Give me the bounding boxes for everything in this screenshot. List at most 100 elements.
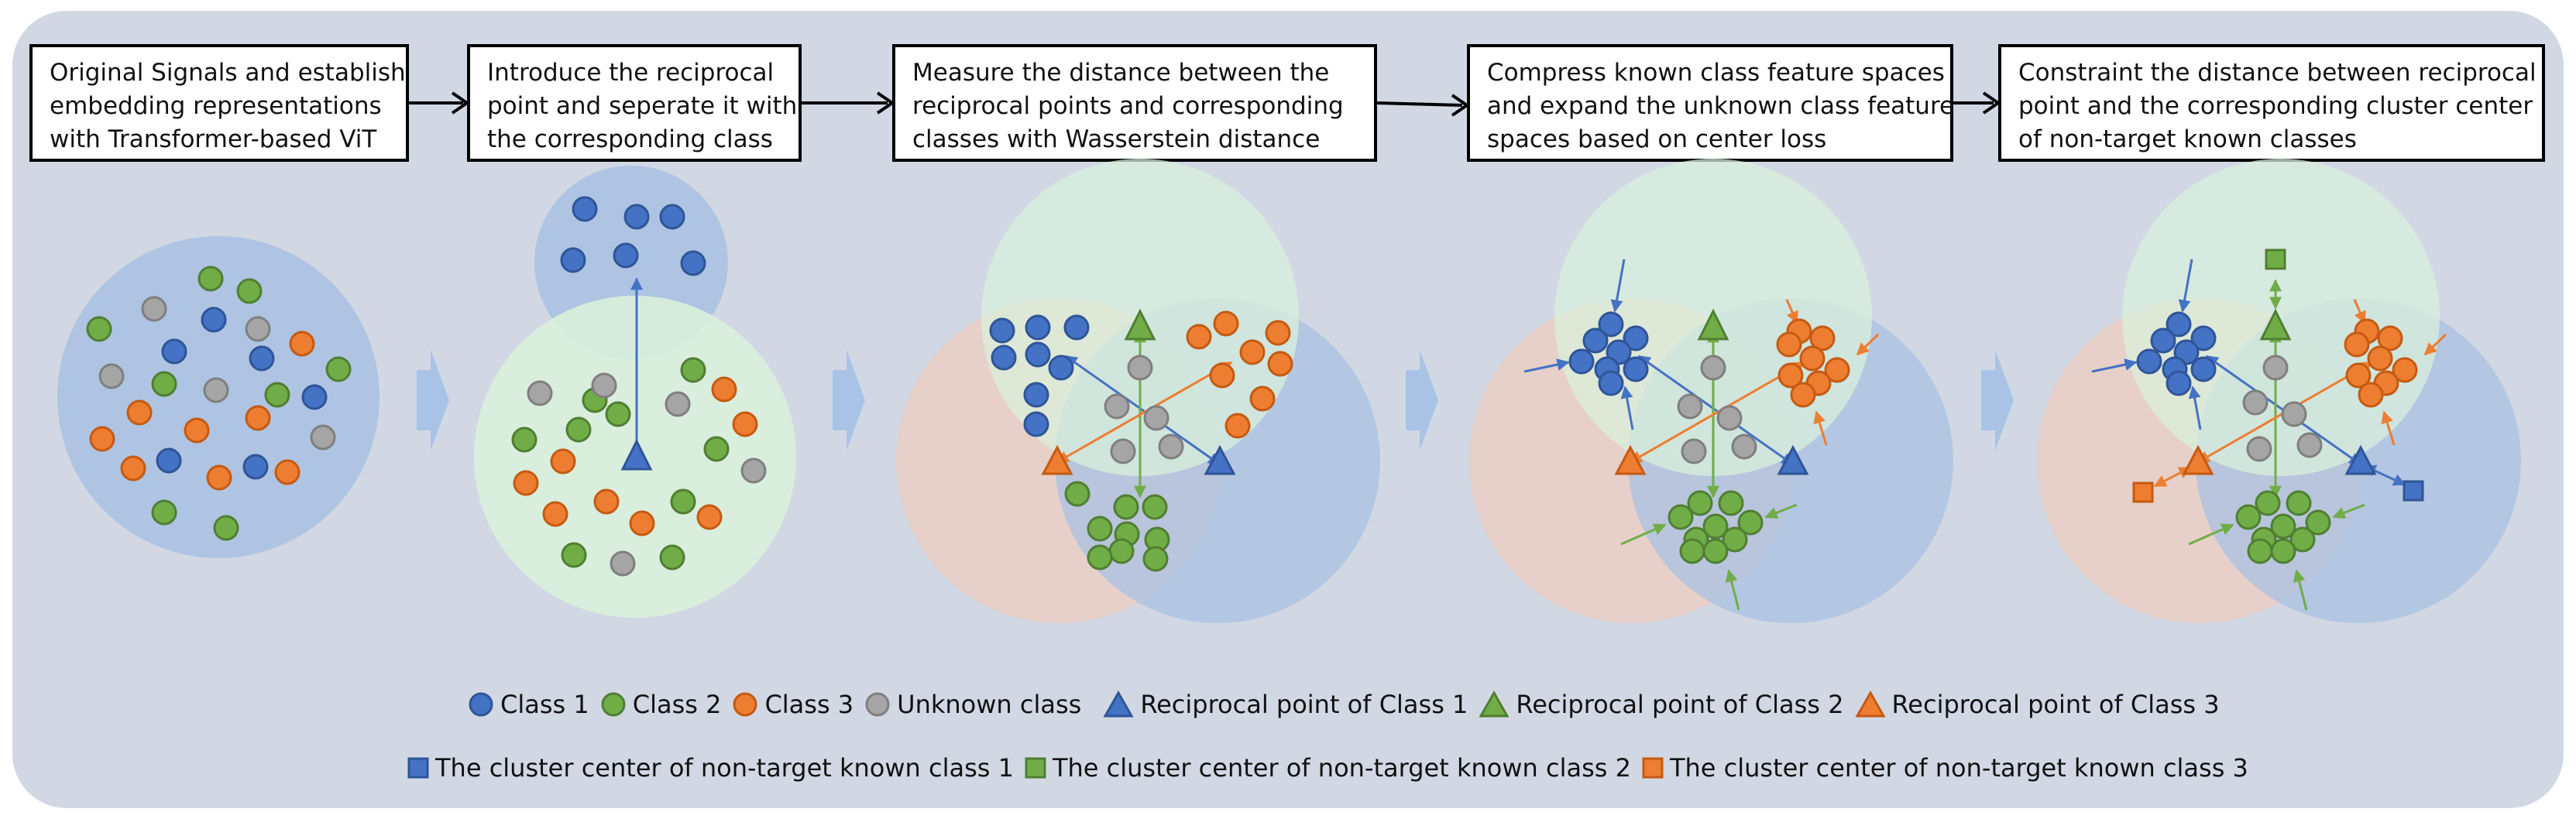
stage-separators bbox=[417, 350, 2014, 451]
class-2-point bbox=[659, 544, 685, 571]
class-1-point bbox=[560, 247, 586, 273]
step-5-line-2: point and the corresponding cluster cent… bbox=[2018, 92, 2533, 120]
class-2-point bbox=[86, 316, 112, 342]
class-2-point bbox=[236, 278, 263, 304]
cluster-center-class-3 bbox=[2132, 481, 2154, 503]
legend-label: The cluster center of non-target known c… bbox=[435, 753, 1014, 783]
unknown-point bbox=[610, 550, 636, 577]
class-3-point bbox=[120, 455, 146, 481]
class-2-point bbox=[2247, 538, 2273, 564]
legend-label: Unknown class bbox=[897, 690, 1082, 719]
class-3-point bbox=[2367, 345, 2393, 372]
class-3-point bbox=[542, 501, 568, 527]
class-3-point bbox=[1799, 345, 1826, 372]
class-2-point bbox=[197, 266, 224, 292]
step-box-1: Original Signals and establish embedding… bbox=[29, 44, 409, 162]
class-1-point bbox=[1025, 341, 1051, 368]
right-arrow-icon bbox=[802, 91, 895, 115]
reciprocal-class-3-triangle-icon bbox=[1854, 690, 1886, 718]
stage-3-wasserstein bbox=[896, 159, 1380, 623]
unknown-point bbox=[2242, 389, 2269, 416]
chevron-arrow-icon bbox=[833, 350, 865, 451]
class-3-point bbox=[1186, 324, 1212, 350]
class-3-point bbox=[629, 510, 655, 536]
step-3-line-1: Measure the distance between the bbox=[912, 59, 1330, 87]
class-1-point bbox=[1582, 327, 1609, 354]
unknown-point bbox=[2281, 401, 2307, 427]
unknown-point bbox=[1700, 355, 1726, 381]
class-1-point bbox=[1048, 355, 1074, 381]
class-3-point bbox=[1239, 339, 1266, 365]
class-2-point bbox=[1142, 546, 1169, 572]
unknown-point bbox=[1731, 433, 1757, 460]
step-1-line-1: Original Signals and establish bbox=[50, 59, 406, 87]
step-connectors bbox=[409, 91, 2001, 117]
class-1-point bbox=[1623, 356, 1649, 382]
right-arrow-icon bbox=[409, 91, 470, 115]
class-2-point bbox=[213, 515, 239, 541]
step-2-line-3: the corresponding class bbox=[487, 125, 773, 153]
class-1-circle-icon bbox=[469, 692, 493, 717]
class-3-point bbox=[2345, 362, 2372, 389]
legend-item-class-2: Class 2 bbox=[600, 690, 733, 719]
class-3-point bbox=[1267, 351, 1293, 377]
unknown-point bbox=[1716, 405, 1743, 431]
chevron-arrow-icon bbox=[1981, 350, 2014, 451]
class-3-point bbox=[2344, 331, 2370, 358]
class-2-point bbox=[1113, 494, 1139, 520]
legend-label: The cluster center of non-target known c… bbox=[1669, 753, 2248, 783]
reciprocal-point-class-3 bbox=[1614, 444, 1647, 475]
class-1-point bbox=[1598, 311, 1624, 338]
class-2-point bbox=[1668, 504, 1694, 530]
class-1-point bbox=[623, 204, 650, 230]
class-3-point bbox=[2358, 382, 2384, 408]
class-2-point bbox=[1702, 538, 1729, 564]
unknown-point bbox=[527, 380, 553, 406]
class-3-point bbox=[274, 459, 301, 485]
class-2-point bbox=[151, 499, 177, 526]
class-1-point bbox=[2136, 348, 2162, 375]
unknown-point bbox=[203, 377, 229, 403]
step-1-line-3: with Transformer-based ViT bbox=[50, 125, 377, 153]
reciprocal-class-2-triangle-icon bbox=[1479, 690, 1510, 718]
class-1-point bbox=[1063, 314, 1090, 341]
legend-label: Class 3 bbox=[764, 690, 854, 719]
chevron-arrow-icon bbox=[1406, 350, 1438, 451]
class-3-point bbox=[289, 331, 315, 357]
cluster-center-class-3-square-icon bbox=[1642, 757, 1664, 779]
right-arrow-icon bbox=[1376, 94, 1470, 117]
class-2-point bbox=[1679, 538, 1705, 564]
unknown-point bbox=[141, 296, 167, 322]
reciprocal-point-class-1 bbox=[2344, 444, 2377, 475]
unknown-point bbox=[2262, 355, 2289, 381]
class-2-point bbox=[1064, 481, 1091, 507]
class-2-point bbox=[1687, 490, 1713, 516]
stage-4-center-loss bbox=[1469, 159, 1953, 623]
class-1-point bbox=[2150, 327, 2176, 354]
legend-item-class-1: Class 1 bbox=[468, 690, 600, 719]
legend-item-reciprocal-3: Reciprocal point of Class 3 bbox=[1854, 690, 2231, 719]
step-2-line-1: Introduce the reciprocal bbox=[487, 59, 775, 87]
legend-label: Reciprocal point of Class 2 bbox=[1516, 690, 1844, 719]
unknown-point bbox=[1677, 393, 1703, 420]
class-2-point bbox=[1087, 544, 1113, 571]
class-2-point bbox=[605, 401, 631, 427]
class-3-point bbox=[1790, 382, 1816, 408]
reciprocal-point-class-1 bbox=[1204, 444, 1236, 475]
class-2-point bbox=[2235, 504, 2262, 530]
unknown-point bbox=[2296, 432, 2323, 458]
class-1-point bbox=[249, 345, 275, 372]
class-2-point bbox=[511, 427, 538, 453]
class-1-point bbox=[2190, 325, 2217, 351]
step-2-line-2: point and seperate it with bbox=[487, 92, 798, 120]
legend-item-cluster-center-2: The cluster center of non-target known c… bbox=[1025, 753, 1642, 783]
class-3-point bbox=[1209, 362, 1235, 389]
class-2-point bbox=[2270, 513, 2296, 540]
cluster-center-class-2 bbox=[2265, 248, 2286, 270]
class-1-point bbox=[156, 447, 182, 474]
legend-item-unknown: Unknown class bbox=[864, 690, 1103, 719]
class-2-point bbox=[2255, 490, 2281, 516]
class-1-point bbox=[161, 338, 187, 365]
class-1-point bbox=[613, 242, 639, 269]
